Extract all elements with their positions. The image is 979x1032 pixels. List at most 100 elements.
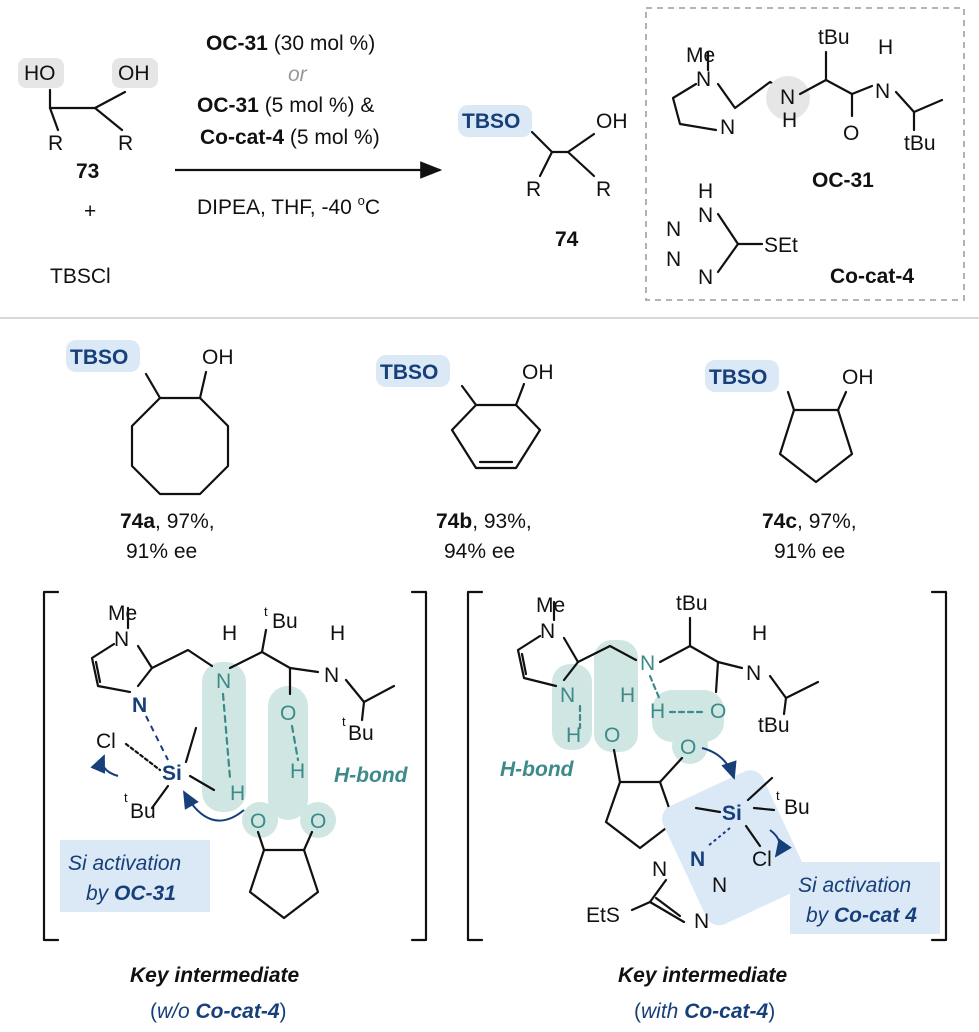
int-left-n-amine: N: [216, 670, 231, 693]
int-right-h-oh2: H: [650, 700, 665, 723]
int-right-h-oh1: H: [620, 684, 635, 707]
int-right-n-top: N: [540, 620, 555, 643]
int-right-h-ring: H: [566, 724, 581, 747]
product-tbso: TBSO: [462, 110, 520, 133]
74c-oh: OH: [842, 366, 874, 389]
74a-ee: 91% ee: [126, 540, 197, 563]
oc31-nh-n: N: [780, 86, 795, 109]
int-right-n-bottom: N: [560, 684, 575, 707]
oc31-tbu-bottom: tBu: [904, 132, 936, 155]
int-right-si-tbu: Bu: [784, 796, 810, 819]
oc31-ring-n2: N: [720, 116, 735, 139]
int-left-si: Si: [162, 762, 182, 785]
int-right-o-amide: O: [710, 700, 726, 723]
oc31-o: O: [843, 122, 859, 145]
oc31-nh-h: H: [782, 109, 797, 132]
int-right-o2: O: [680, 736, 696, 759]
cocat-set: SEt: [764, 234, 798, 257]
74c-label: 74c, 97%,: [762, 510, 857, 533]
74b-tbso: TBSO: [380, 361, 438, 384]
int-left-o-amide: O: [280, 702, 296, 725]
int-right-hbond: H-bond: [500, 758, 575, 781]
int-right-h-amide: H: [752, 622, 767, 645]
int-left-tbu2: Bu: [348, 722, 374, 745]
catalyst-box: Me N N N H tBu O H N tBu OC-31 H N N N N…: [645, 7, 965, 301]
condition-3: Co-cat-4 (5 mol %): [200, 126, 380, 149]
int-left-cl: Cl: [96, 730, 116, 753]
74a-tbso: TBSO: [70, 346, 128, 369]
74c-tbso: TBSO: [709, 366, 767, 389]
cocat-n2: N: [666, 218, 681, 241]
product-74b: TBSO OH 74b, 93%, 94% ee: [376, 355, 554, 563]
int-right-o1: O: [604, 724, 620, 747]
condition-2: OC-31 (5 mol %) &: [197, 94, 374, 117]
product-id: 74: [555, 228, 579, 251]
plus-sign: +: [84, 200, 96, 223]
substrate-oh: OH: [118, 62, 150, 85]
substrate-ho: HO: [24, 62, 56, 85]
int-right-tz-set: EtS: [586, 904, 620, 927]
int-left-subtitle: (w/o Co-cat-4): [150, 1000, 287, 1023]
substrate-r2: R: [118, 132, 133, 155]
74b-ee: 94% ee: [444, 540, 515, 563]
74b-oh: OH: [522, 361, 554, 384]
int-right-n-amine: N: [640, 652, 655, 675]
int-right-title: Key intermediate: [618, 964, 788, 987]
product-74c: TBSO OH 74c, 97%, 91% ee: [705, 360, 874, 563]
reaction-scheme: HO OH R R 73 + TBSCl OC-31 (30 mol %) or…: [18, 32, 628, 288]
int-right-cl: Cl: [752, 848, 772, 871]
int-left-hbond: H-bond: [334, 764, 409, 787]
reagent-tbscl: TBSCl: [50, 265, 111, 288]
product-oh: OH: [596, 110, 628, 133]
cocat-h: H: [698, 180, 713, 203]
74c-ee: 91% ee: [774, 540, 845, 563]
oc31-tbu-top: tBu: [818, 26, 850, 49]
product-74a: TBSO OH 74a, 97%, 91% ee: [66, 340, 234, 563]
substrate-id: 73: [76, 160, 99, 183]
condition-1: OC-31 (30 mol %): [206, 32, 375, 55]
int-left-si-tbu-sup: t: [124, 790, 128, 805]
int-right-tbu2: tBu: [758, 714, 790, 737]
74a-oh: OH: [202, 346, 234, 369]
int-left-o1: O: [250, 810, 266, 833]
74b-label: 74b, 93%,: [436, 510, 532, 533]
int-right-n-amide: N: [746, 662, 761, 685]
int-right-tz-n4: N: [694, 910, 709, 933]
int-left-h-oh2: H: [290, 760, 305, 783]
condition-or: or: [288, 63, 308, 86]
int-left-tbu: Bu: [272, 610, 298, 633]
int-right-tz-n2: N: [652, 858, 667, 881]
int-left-title: Key intermediate: [130, 964, 300, 987]
int-left-n-top: N: [114, 628, 129, 651]
int-left-si-tbu: Bu: [130, 800, 156, 823]
int-left-box-line2: by OC-31: [86, 882, 176, 905]
substrate-r1: R: [48, 132, 63, 155]
intermediate-right: Me N N N tBu H N tBu O H H H O O H-bond …: [466, 590, 948, 1023]
74a-label: 74a, 97%,: [120, 510, 215, 533]
int-right-tz-n3: N: [712, 874, 727, 897]
int-left-n-amide: N: [324, 664, 339, 687]
int-right-box-line1: Si activation: [798, 874, 911, 897]
int-left-box-line1: Si activation: [68, 852, 181, 875]
int-right-me: Me: [536, 594, 565, 617]
oc31-amide-n: N: [875, 80, 890, 103]
oc31-ring-n: N: [696, 68, 711, 91]
int-left-o2: O: [310, 810, 326, 833]
int-left-tbu-sup: t: [264, 604, 268, 619]
int-right-si-tbu-sup: t: [776, 788, 780, 803]
oc31-amide-h: H: [878, 36, 893, 59]
int-left-tbu2-sup: t: [342, 714, 346, 729]
product-r1: R: [526, 178, 541, 201]
int-right-subtitle: (with Co-cat-4): [634, 1000, 775, 1023]
int-left-n-bottom: N: [132, 694, 147, 717]
oc31-name: OC-31: [812, 169, 874, 192]
oc31-me: Me: [686, 44, 715, 67]
int-right-si: Si: [722, 802, 742, 825]
int-left-me: Me: [108, 602, 137, 625]
product-r2: R: [596, 178, 611, 201]
int-left-h-amide: H: [330, 622, 345, 645]
cocat-n3: N: [666, 248, 681, 271]
cocat-name: Co-cat-4: [830, 265, 914, 288]
